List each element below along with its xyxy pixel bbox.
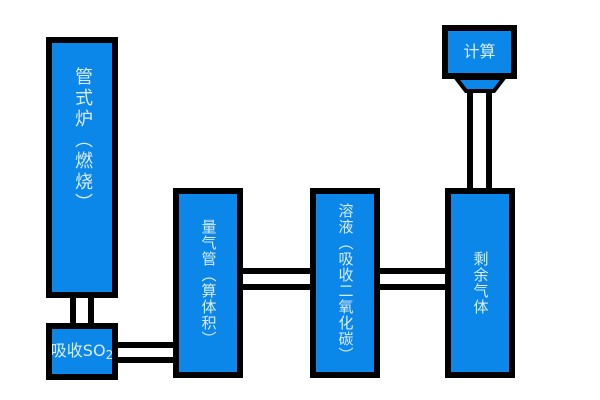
pipe-solution-to-remaining-1 (380, 268, 445, 274)
node-remaining-gas: 剩余气体 (445, 188, 515, 378)
node-gas-measuring-tube-label: 量气管（算体积） (199, 219, 218, 347)
pipe-gastube-to-solution-2 (243, 284, 310, 290)
node-tube-furnace: 管式炉（燃烧） (46, 37, 118, 298)
pipe-solution-to-remaining-2 (380, 284, 445, 290)
so2-subscript: 2 (105, 347, 114, 362)
node-co2-absorb-solution: 溶液（吸收二氧化碳） (310, 188, 380, 378)
pipe-remaining-to-calculate-2 (486, 90, 492, 188)
node-calculate: 计算 (442, 25, 517, 79)
node-absorb-so2-label: 吸收SO2 (50, 340, 114, 362)
node-tube-furnace-label: 管式炉（燃烧） (72, 67, 93, 214)
pipe-furnace-to-absorber-2 (88, 298, 94, 323)
pipe-furnace-to-absorber-1 (70, 298, 76, 323)
node-gas-measuring-tube: 量气管（算体积） (173, 188, 243, 378)
pipe-absorber-to-gastube-2 (118, 357, 173, 363)
pipe-remaining-to-calculate-1 (467, 90, 473, 188)
node-remaining-gas-label: 剩余气体 (471, 251, 490, 315)
pipe-gastube-to-solution-1 (243, 268, 310, 274)
node-co2-absorb-solution-label: 溶液（吸收二氧化碳） (336, 203, 355, 363)
node-absorb-so2: 吸收SO2 (46, 323, 118, 380)
node-calculate-label: 计算 (463, 42, 496, 61)
pipe-absorber-to-gastube-1 (118, 342, 173, 348)
